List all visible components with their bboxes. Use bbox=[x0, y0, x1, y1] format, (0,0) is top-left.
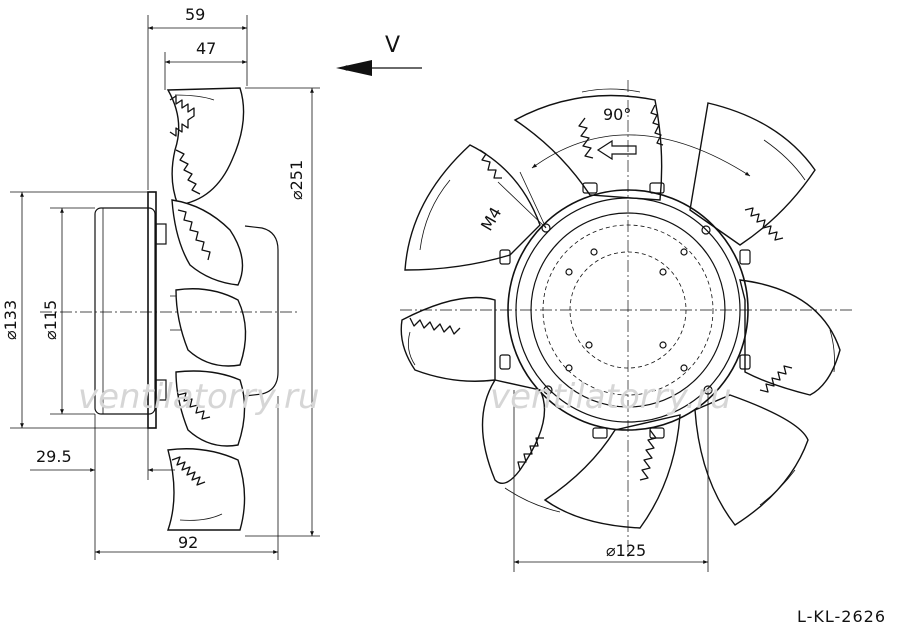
dim-depth-blade: 47 bbox=[196, 39, 216, 58]
drawing-reference: L-KL-2626 bbox=[797, 607, 886, 626]
mounting-flange bbox=[147, 191, 157, 429]
mounting-holes bbox=[541, 223, 713, 395]
angle-label: 90° bbox=[603, 105, 631, 124]
watermark-right: ventilatorry.ru bbox=[490, 377, 732, 417]
motor-body bbox=[94, 207, 156, 415]
hub-tabs bbox=[499, 182, 751, 439]
rotor-hub bbox=[244, 225, 279, 397]
watermark-left: ventilatorry.ru bbox=[78, 377, 320, 417]
dim-diameter-motor: ⌀115 bbox=[41, 300, 60, 340]
side-view bbox=[40, 87, 300, 531]
dim-offset: 29.5 bbox=[36, 447, 72, 466]
airflow-indicator: V bbox=[336, 33, 422, 76]
blade-profiles-side bbox=[166, 87, 247, 531]
dim-bolt-circle: ⌀125 bbox=[606, 541, 646, 560]
rotation-arrow-icon bbox=[596, 139, 637, 161]
airflow-label: V bbox=[385, 33, 400, 58]
dim-length-total: 92 bbox=[178, 533, 198, 552]
dim-diameter-impeller: ⌀251 bbox=[287, 160, 306, 200]
side-dimensions: 59 47 ⌀251 ⌀133 ⌀115 29.5 92 bbox=[1, 5, 320, 560]
impeller-blades bbox=[400, 88, 841, 529]
dim-depth-total: 59 bbox=[185, 5, 205, 24]
front-view: 90° M4 ⌀125 bbox=[400, 80, 855, 572]
dim-diameter-flange: ⌀133 bbox=[1, 300, 20, 340]
